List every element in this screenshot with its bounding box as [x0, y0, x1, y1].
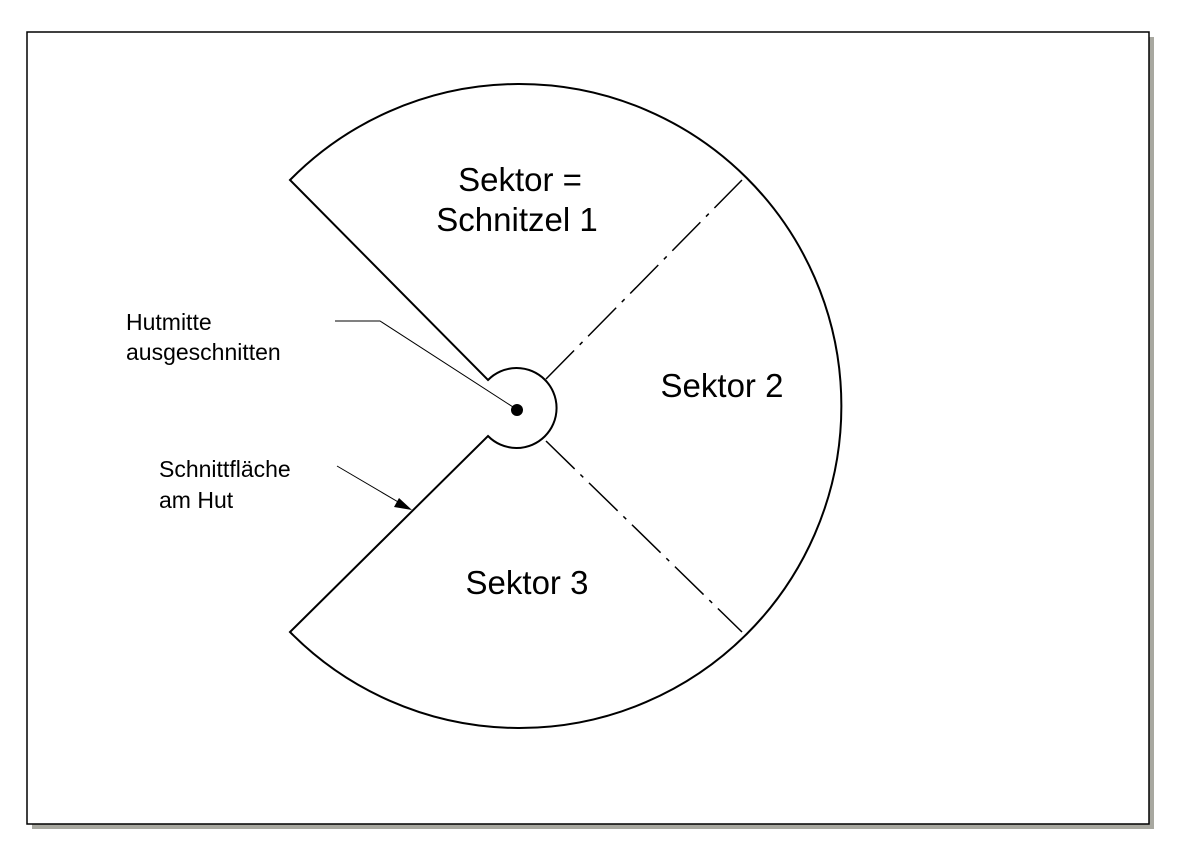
- cut-label-line1: Schnittfläche: [159, 456, 291, 482]
- center-label-line1: Hutmitte: [126, 309, 212, 335]
- sector-outline: [288, 83, 843, 729]
- sector1-label-line1: Sektor =: [458, 161, 582, 198]
- sector2-label: Sektor 2: [661, 367, 784, 404]
- divider-line-1-2: [545, 179, 743, 380]
- cut-leader-line: [336, 465, 406, 507]
- center-label-line2: ausgeschnitten: [126, 339, 281, 365]
- divider-line-2-3: [545, 440, 743, 633]
- cut-label-line2: am Hut: [159, 487, 234, 513]
- center-leader-line: [335, 320, 514, 408]
- page-frame: [26, 31, 1150, 825]
- sector3-label: Sektor 3: [466, 564, 589, 601]
- cut-arrow-head: [394, 498, 412, 510]
- sector1-label-line2: Schnitzel 1: [436, 201, 597, 238]
- hat-center-dot: [511, 404, 523, 416]
